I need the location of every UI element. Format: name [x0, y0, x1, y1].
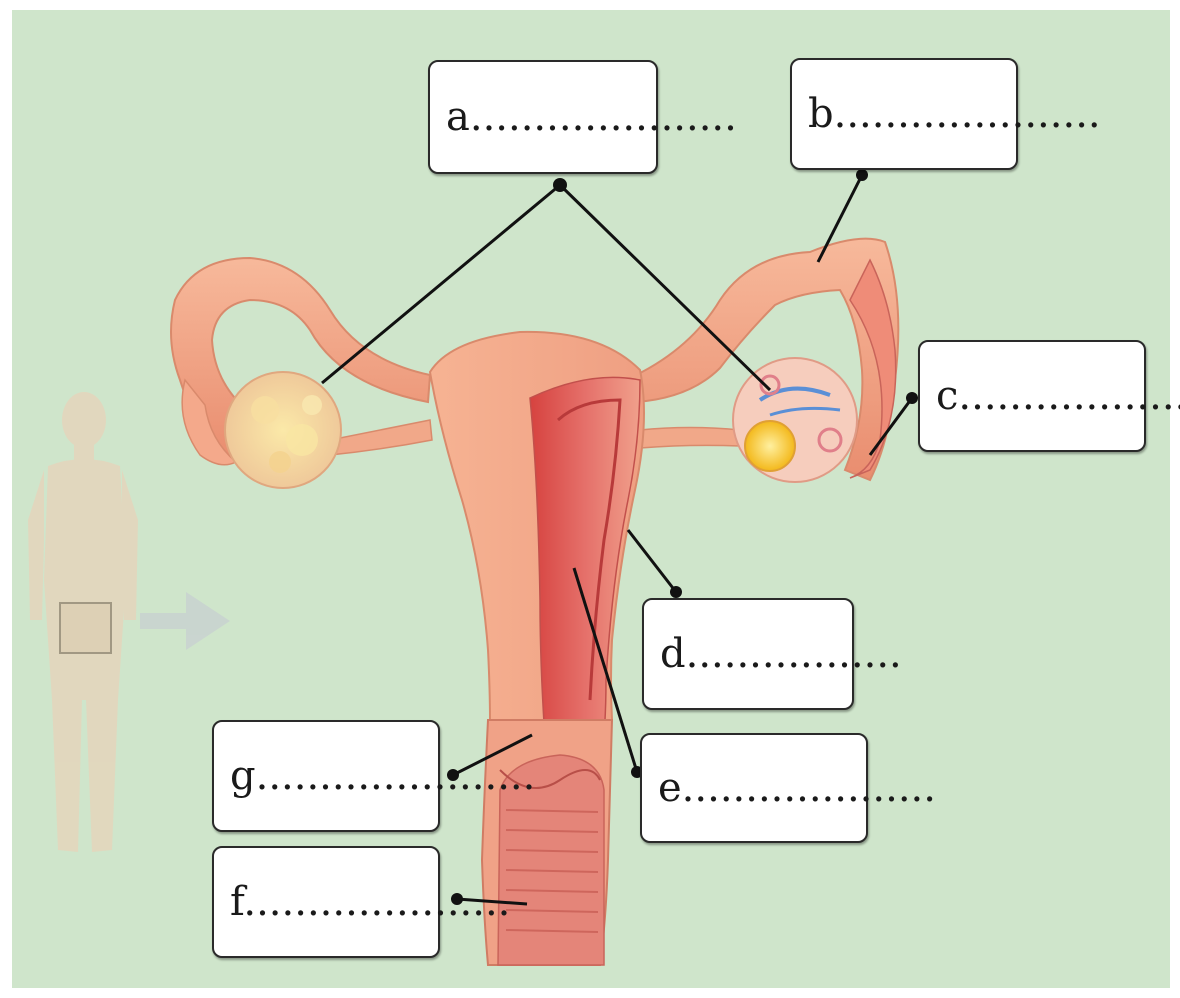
label-a-text: a..................... — [446, 94, 737, 140]
label-d-text: d................. — [660, 631, 902, 677]
label-box-g[interactable]: g...................... — [212, 720, 440, 832]
label-c-text: c...................... — [936, 373, 1180, 419]
body-silhouette-icon — [28, 392, 138, 852]
label-box-b[interactable]: b..................... — [790, 58, 1018, 170]
label-box-a[interactable]: a..................... — [428, 60, 658, 174]
label-box-c[interactable]: c...................... — [918, 340, 1146, 452]
label-box-e[interactable]: e.................... — [640, 733, 868, 843]
right-ovary — [733, 358, 857, 482]
label-b-text: b..................... — [808, 91, 1101, 137]
left-ovary — [225, 372, 341, 488]
label-e-text: e.................... — [658, 765, 936, 811]
label-box-d[interactable]: d................. — [642, 598, 854, 710]
label-g-text: g...................... — [230, 753, 535, 799]
arrow-right-icon — [140, 592, 230, 650]
label-box-f[interactable]: f..................... — [212, 846, 440, 958]
uterus — [430, 332, 644, 780]
leader-line-d — [628, 530, 676, 592]
label-f-text: f..................... — [230, 879, 510, 925]
